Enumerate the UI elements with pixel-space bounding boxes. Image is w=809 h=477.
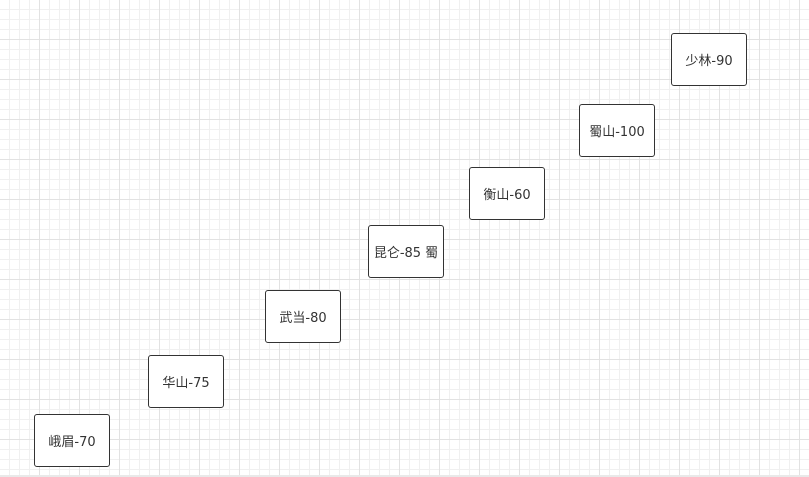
- node-shushan[interactable]: 蜀山-100: [579, 104, 655, 157]
- node-hengshan[interactable]: 衡山-60: [469, 167, 545, 220]
- node-kunlun[interactable]: 昆仑-85 蜀: [368, 225, 444, 278]
- canvas-bottom-edge: [0, 475, 809, 477]
- node-wudang[interactable]: 武当-80: [265, 290, 341, 343]
- node-huashan[interactable]: 华山-75: [148, 355, 224, 408]
- node-emei[interactable]: 峨眉-70: [34, 414, 110, 467]
- node-shaolin[interactable]: 少林-90: [671, 33, 747, 86]
